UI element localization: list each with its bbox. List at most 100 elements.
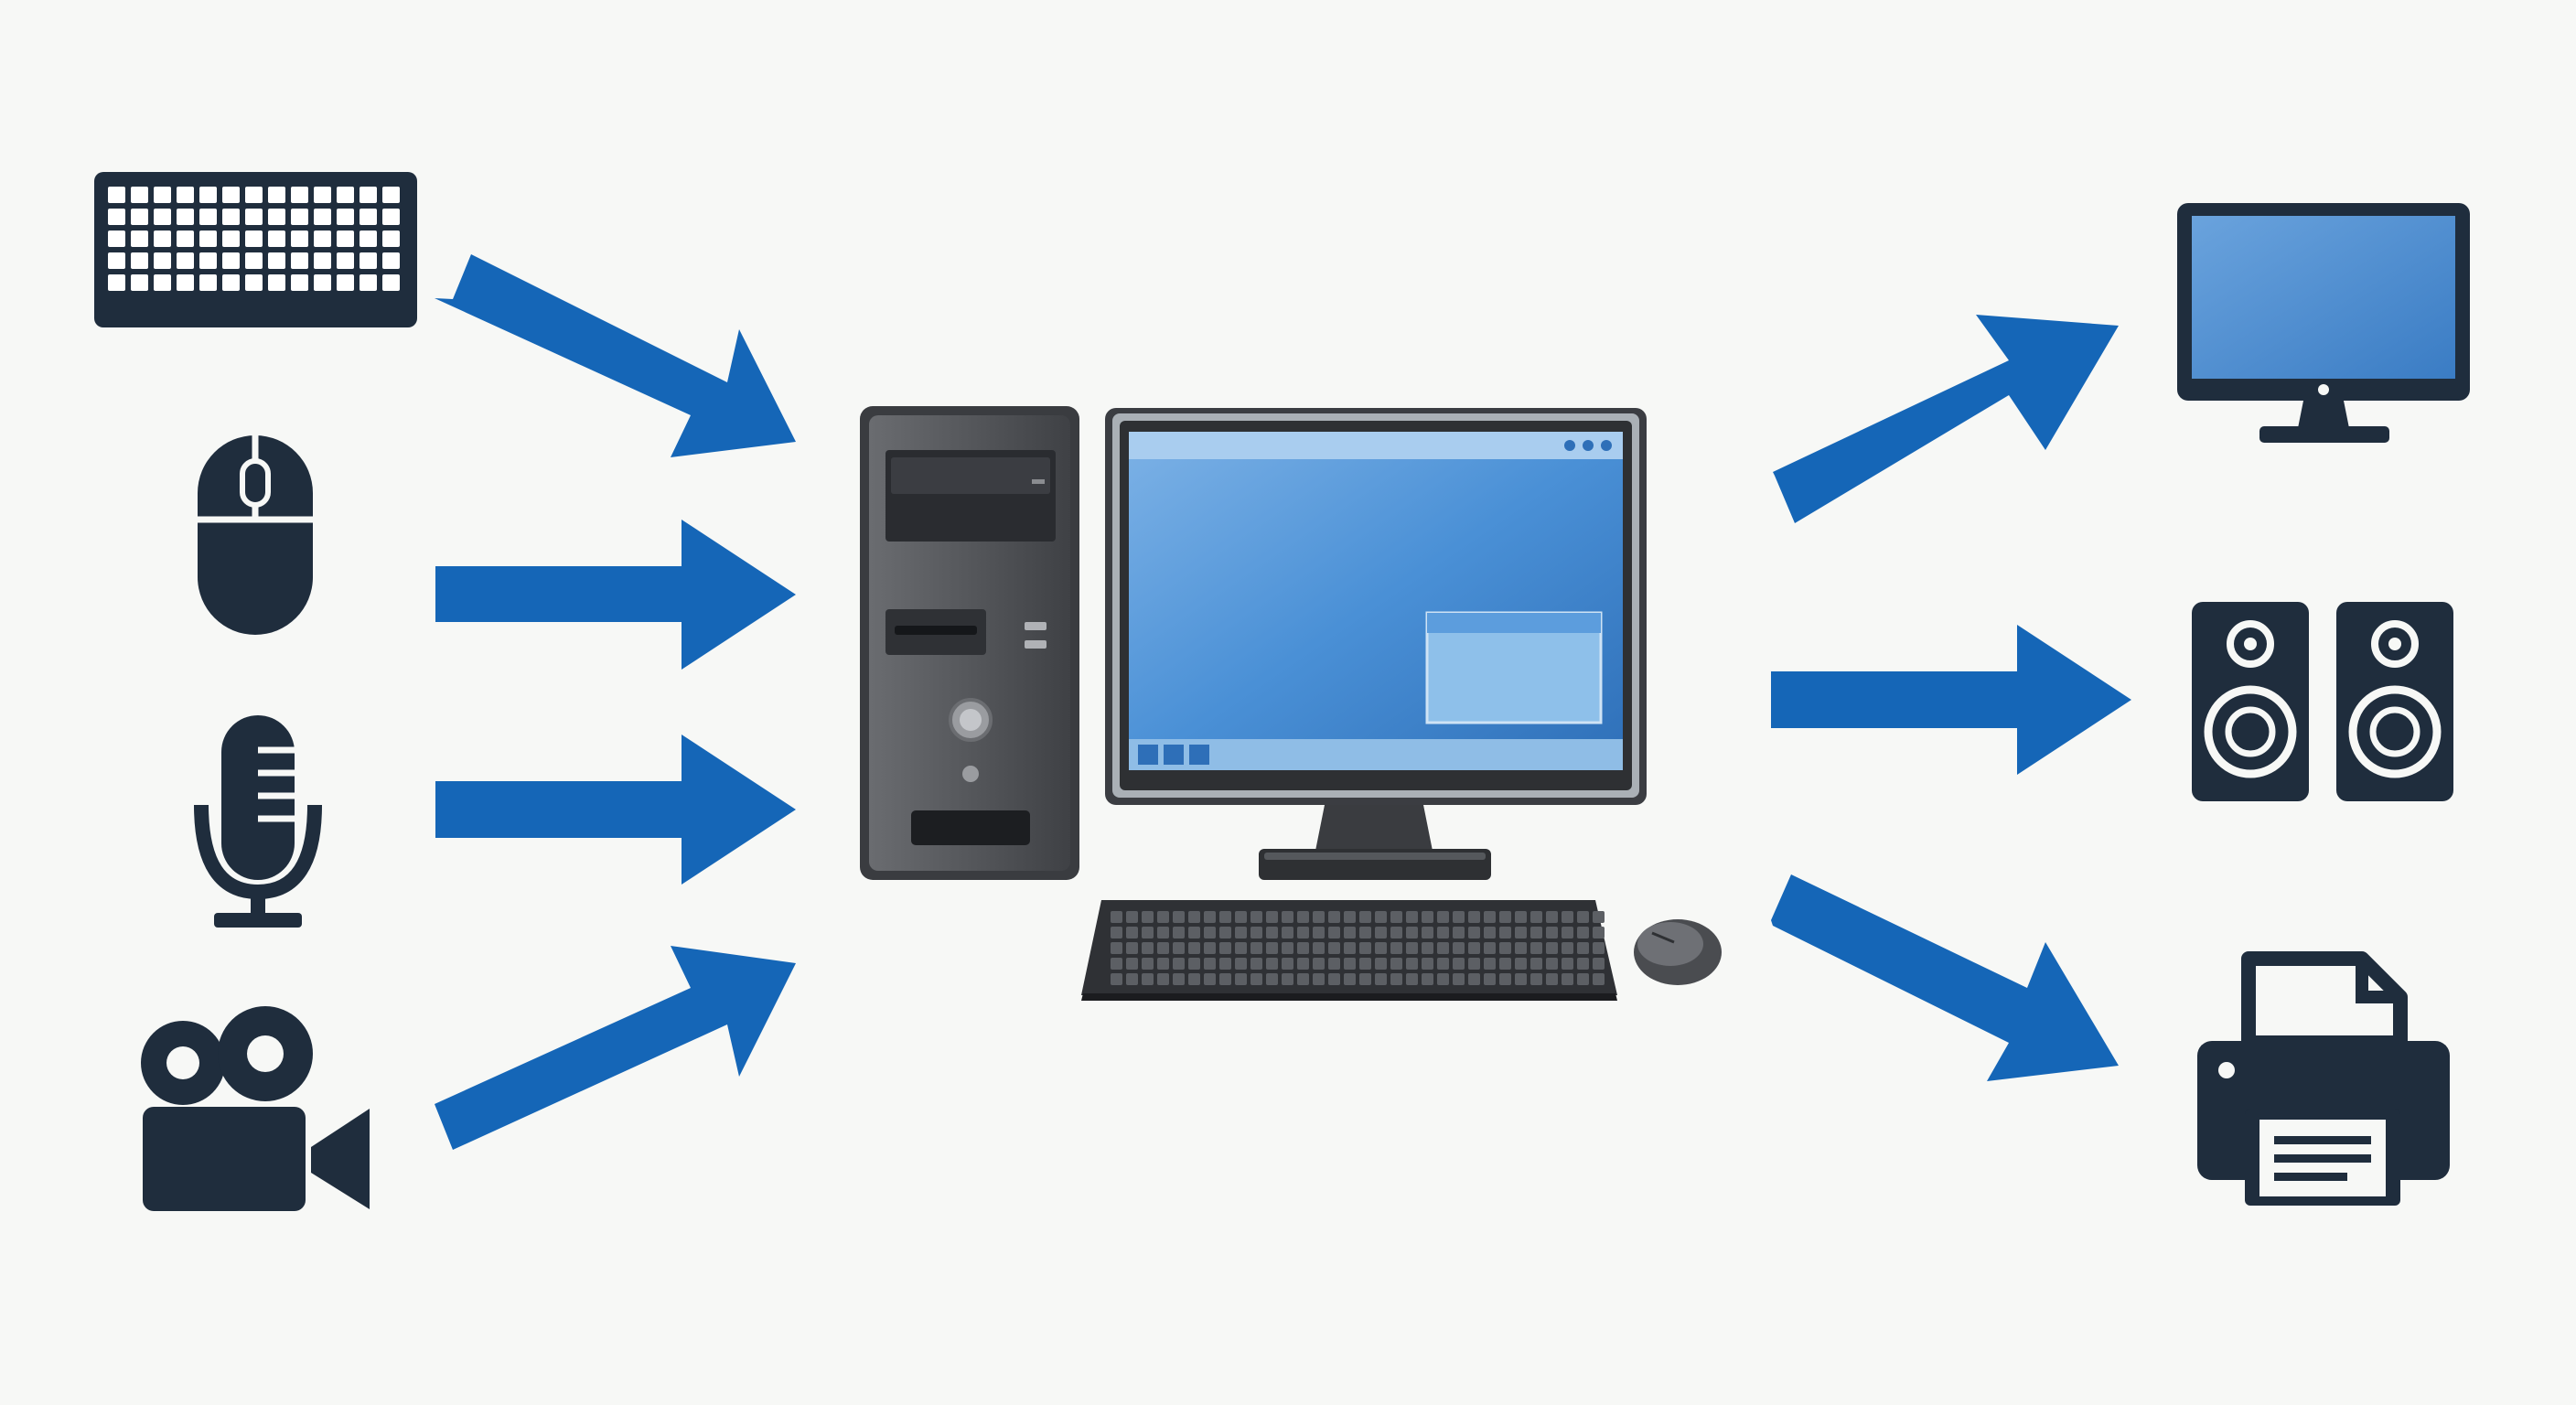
key	[1359, 942, 1371, 954]
key	[268, 231, 285, 247]
key	[1173, 927, 1185, 938]
key	[1593, 927, 1605, 938]
key	[222, 274, 240, 291]
key	[337, 231, 354, 247]
key	[154, 231, 171, 247]
key	[1468, 927, 1480, 938]
key	[1453, 958, 1465, 970]
key	[199, 274, 217, 291]
key	[1390, 927, 1402, 938]
key	[1593, 958, 1605, 970]
key	[1219, 911, 1231, 923]
key	[1235, 958, 1247, 970]
key	[154, 209, 171, 225]
key	[108, 274, 125, 291]
key	[1142, 942, 1154, 954]
key	[245, 187, 263, 203]
key	[154, 252, 171, 269]
key	[1173, 973, 1185, 985]
key	[1499, 958, 1511, 970]
key	[1282, 958, 1293, 970]
key	[1328, 911, 1340, 923]
key	[1546, 958, 1558, 970]
key	[1204, 927, 1216, 938]
key	[1313, 911, 1325, 923]
key	[360, 231, 377, 247]
key	[1204, 942, 1216, 954]
key	[1530, 958, 1542, 970]
key	[1515, 958, 1527, 970]
key	[360, 209, 377, 225]
key	[1484, 927, 1496, 938]
key	[1593, 942, 1605, 954]
arrow-computer-to-printer	[1771, 874, 2119, 1081]
key	[291, 187, 308, 203]
key	[1188, 911, 1200, 923]
key	[1250, 973, 1262, 985]
key	[1235, 927, 1247, 938]
key	[1313, 927, 1325, 938]
key	[1266, 973, 1278, 985]
key	[1468, 958, 1480, 970]
key	[177, 274, 194, 291]
key	[108, 231, 125, 247]
key	[1297, 942, 1309, 954]
key	[1375, 958, 1387, 970]
arrow-computer-to-monitor	[1773, 315, 2119, 523]
key	[1499, 927, 1511, 938]
key	[1111, 973, 1122, 985]
key	[1422, 911, 1433, 923]
key	[1282, 942, 1293, 954]
key	[1530, 927, 1542, 938]
arrow-mouse-to-computer	[435, 520, 796, 670]
key	[337, 209, 354, 225]
key	[1375, 973, 1387, 985]
key	[199, 231, 217, 247]
key	[1328, 973, 1340, 985]
key	[1142, 973, 1154, 985]
arrow-microphone-to-computer	[435, 735, 796, 885]
key	[222, 209, 240, 225]
key	[222, 231, 240, 247]
key	[1593, 911, 1605, 923]
key	[1546, 927, 1558, 938]
key	[1577, 942, 1589, 954]
key	[1188, 942, 1200, 954]
key	[1250, 942, 1262, 954]
key	[1530, 942, 1542, 954]
key	[1437, 958, 1449, 970]
key	[1328, 942, 1340, 954]
key	[1297, 973, 1309, 985]
key	[1406, 927, 1418, 938]
key	[1515, 973, 1527, 985]
key	[337, 252, 354, 269]
computer-tower-icon	[860, 406, 1079, 880]
key	[314, 231, 331, 247]
key	[131, 231, 148, 247]
key	[1297, 927, 1309, 938]
key	[1219, 942, 1231, 954]
key	[1282, 927, 1293, 938]
key	[1266, 942, 1278, 954]
key	[314, 252, 331, 269]
speakers-icon	[2192, 602, 2453, 801]
key	[199, 252, 217, 269]
key	[1297, 911, 1309, 923]
key	[337, 187, 354, 203]
key	[1468, 911, 1480, 923]
key	[1546, 911, 1558, 923]
key	[1562, 927, 1573, 938]
key	[1390, 942, 1402, 954]
key	[360, 274, 377, 291]
key	[1344, 973, 1356, 985]
key	[382, 231, 400, 247]
key	[1188, 973, 1200, 985]
key	[1219, 973, 1231, 985]
key	[1375, 911, 1387, 923]
key	[1390, 958, 1402, 970]
key	[1313, 973, 1325, 985]
key	[108, 187, 125, 203]
key	[1344, 927, 1356, 938]
key	[199, 187, 217, 203]
key	[1515, 942, 1527, 954]
